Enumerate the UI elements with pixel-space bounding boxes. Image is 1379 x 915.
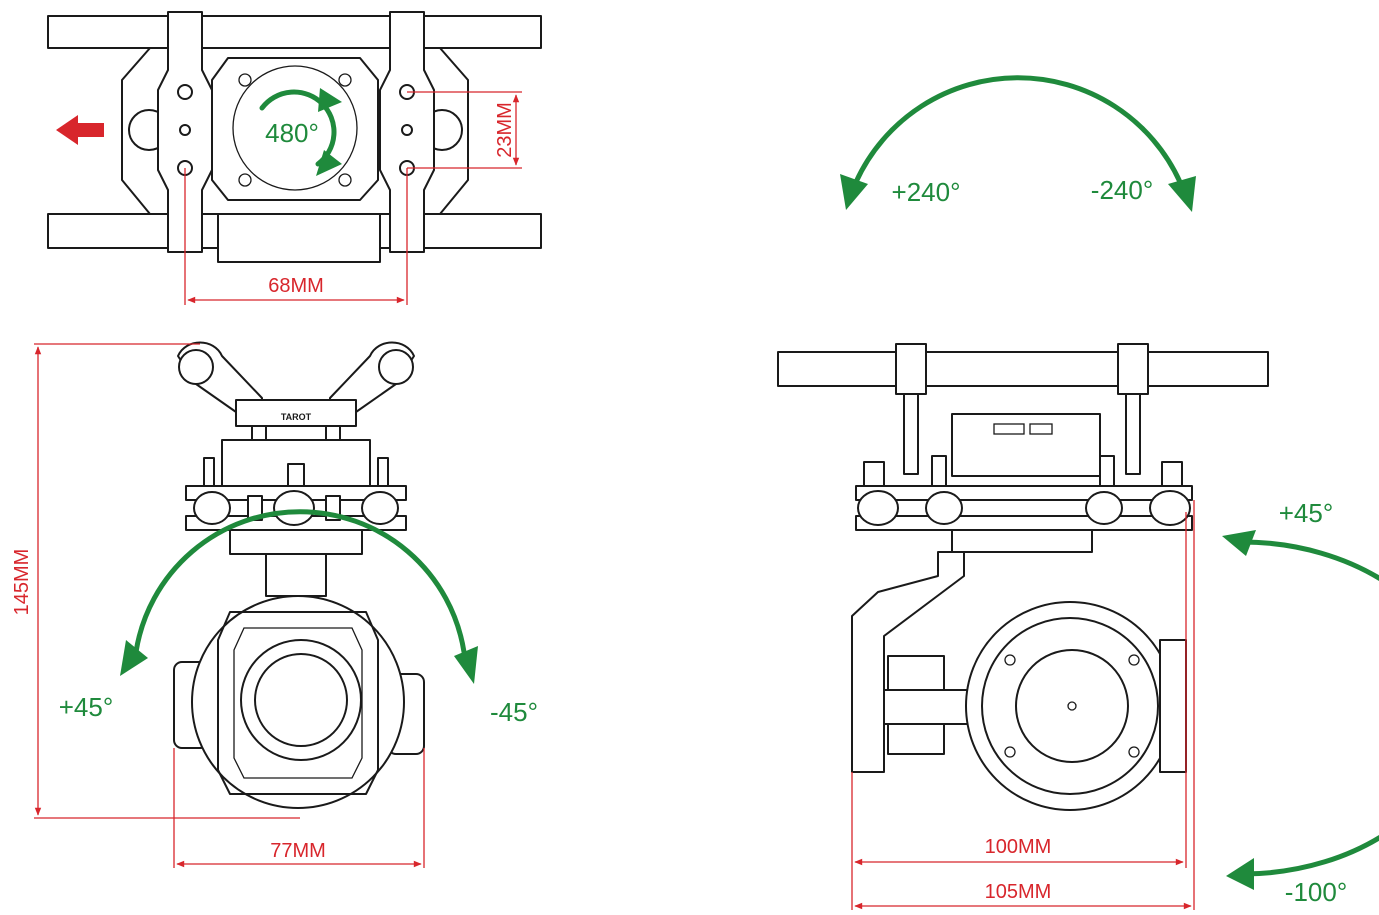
yaw-rotation-symbol: 480° — [259, 88, 342, 176]
side-camera-body — [965, 601, 1175, 811]
side-yaw-motor — [951, 529, 1093, 553]
top-left-clamp — [157, 11, 213, 253]
tarot-logo-text: TAROT — [281, 412, 312, 422]
roll-right-label: -45° — [490, 697, 538, 727]
front-lens-outer — [240, 639, 362, 761]
side-upper-damper-plate — [855, 485, 1193, 501]
front-mount-plate — [235, 399, 357, 427]
front-view: TAROT +45° -45° — [11, 341, 538, 868]
mount-width-dimension: 68MM — [184, 168, 408, 305]
yaw-range-indicator: +240° -240° — [840, 75, 1196, 212]
top-motor-ring — [232, 65, 358, 191]
front-height-dimension: 145MM — [11, 343, 300, 819]
side-bracket — [851, 551, 965, 773]
roll-left-label: +45° — [59, 692, 114, 722]
top-rail-upper — [47, 15, 542, 49]
side-width-outer-label: 105MM — [985, 881, 1052, 903]
front-width-dimension: 77MM — [173, 748, 425, 868]
front-lens-inner — [254, 653, 348, 747]
top-bottom-plate — [217, 209, 381, 263]
tilt-range-indicator: +45° -100° — [1222, 498, 1379, 907]
yaw-rotation-label: 480° — [265, 118, 319, 148]
side-rail — [777, 351, 1269, 387]
roll-range-indicator: +45° -45° — [59, 509, 538, 727]
yaw-left-label: +240° — [892, 177, 961, 207]
red-left-arrow-icon — [56, 115, 104, 145]
mount-height-dimension: 23MM — [407, 91, 522, 169]
yaw-right-label: -240° — [1091, 175, 1153, 205]
side-camera-lens-barrel — [1159, 639, 1187, 773]
side-width-dimensions: 100MM 105MM — [851, 500, 1195, 910]
side-view: +45° -100° 100MM 105MM — [777, 343, 1379, 910]
top-right-clamp — [379, 11, 435, 253]
side-motor-face — [1015, 649, 1129, 763]
front-yaw-motor — [229, 529, 363, 555]
tilt-down-label: -100° — [1285, 877, 1347, 907]
top-view: 480° 23MM 68MM — [47, 11, 542, 305]
side-lower-damper-plate — [855, 515, 1193, 531]
mount-height-label: 23MM — [494, 102, 516, 158]
side-width-inner-label: 100MM — [985, 836, 1052, 858]
front-stem — [265, 553, 327, 597]
mount-width-label: 68MM — [268, 275, 324, 297]
side-control-box — [951, 413, 1101, 477]
tilt-up-label: +45° — [1279, 498, 1334, 528]
front-height-label: 145MM — [11, 549, 33, 616]
front-width-label: 77MM — [270, 840, 326, 862]
